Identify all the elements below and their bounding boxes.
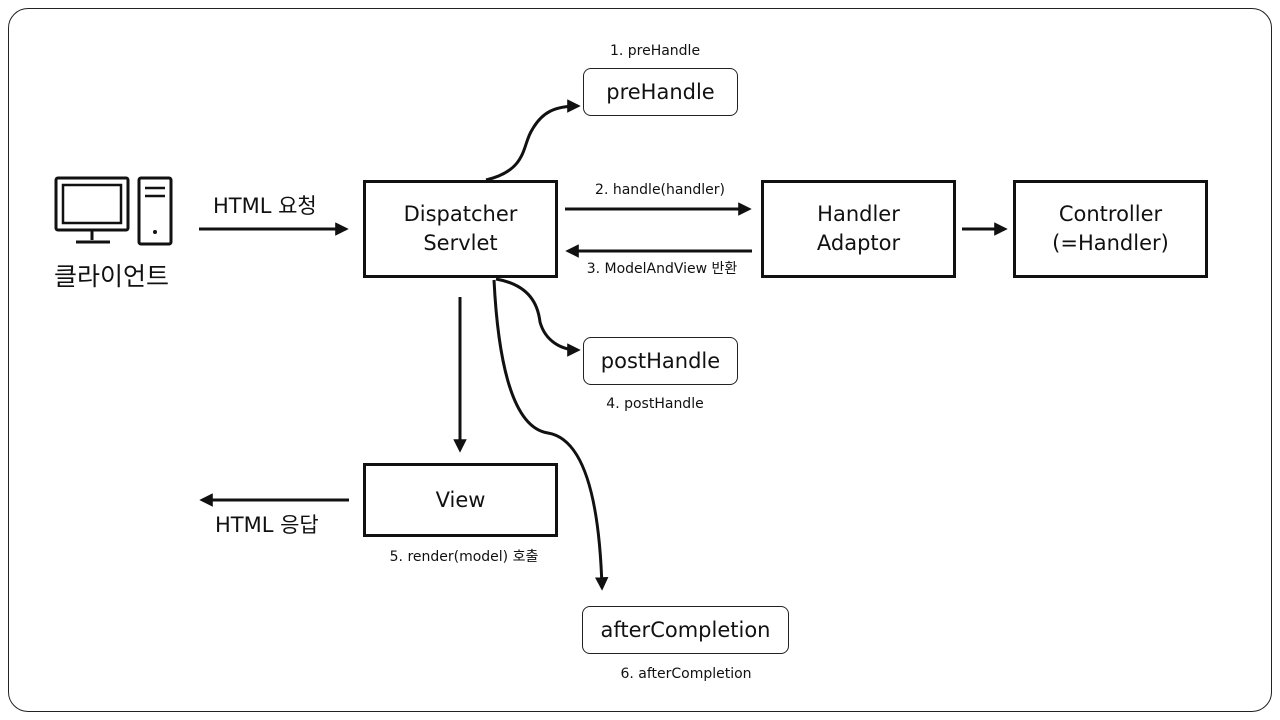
step-4-label: 4. postHandle xyxy=(606,396,704,412)
controller-line2: (=Handler) xyxy=(1052,231,1169,255)
response-label: HTML 응답 xyxy=(215,513,319,537)
dispatcher-servlet-line1: Dispatcher xyxy=(403,202,518,226)
dispatcher-servlet-box: Dispatcher Servlet xyxy=(363,180,558,278)
after-completion-box: afterCompletion xyxy=(582,606,789,654)
desktop-computer-icon xyxy=(54,176,173,246)
client-label: 클라이언트 xyxy=(54,262,170,291)
view-box: View xyxy=(363,463,558,537)
post-handle-box: postHandle xyxy=(583,337,738,385)
handler-adaptor-box: Handler Adaptor xyxy=(761,180,956,278)
after-completion-arrow xyxy=(492,279,609,591)
step-1-label: 1. preHandle xyxy=(609,43,701,59)
after-completion-label: afterCompletion xyxy=(600,618,771,642)
pre-handle-arrow xyxy=(485,99,581,182)
request-label: HTML 요청 xyxy=(213,194,317,218)
controller-line1: Controller xyxy=(1058,202,1163,226)
step-2-label: 2. handle(handler) xyxy=(595,182,725,198)
post-handle-arrow xyxy=(495,277,581,357)
step-6-label: 6. afterCompletion xyxy=(620,666,752,682)
controller-box: Controller (=Handler) xyxy=(1013,180,1208,278)
handler-adaptor-line1: Handler xyxy=(817,202,900,226)
step-5-label: 5. render(model) 호출 xyxy=(389,549,539,565)
pre-handle-box: preHandle xyxy=(583,68,738,116)
handler-adaptor-line2: Adaptor xyxy=(816,231,901,255)
dispatcher-servlet-line2: Servlet xyxy=(423,231,498,255)
step-3-label: 3. ModelAndView 반환 xyxy=(586,261,738,277)
view-label: View xyxy=(435,487,486,512)
post-handle-label: postHandle xyxy=(600,349,721,373)
pre-handle-label: preHandle xyxy=(606,80,715,104)
